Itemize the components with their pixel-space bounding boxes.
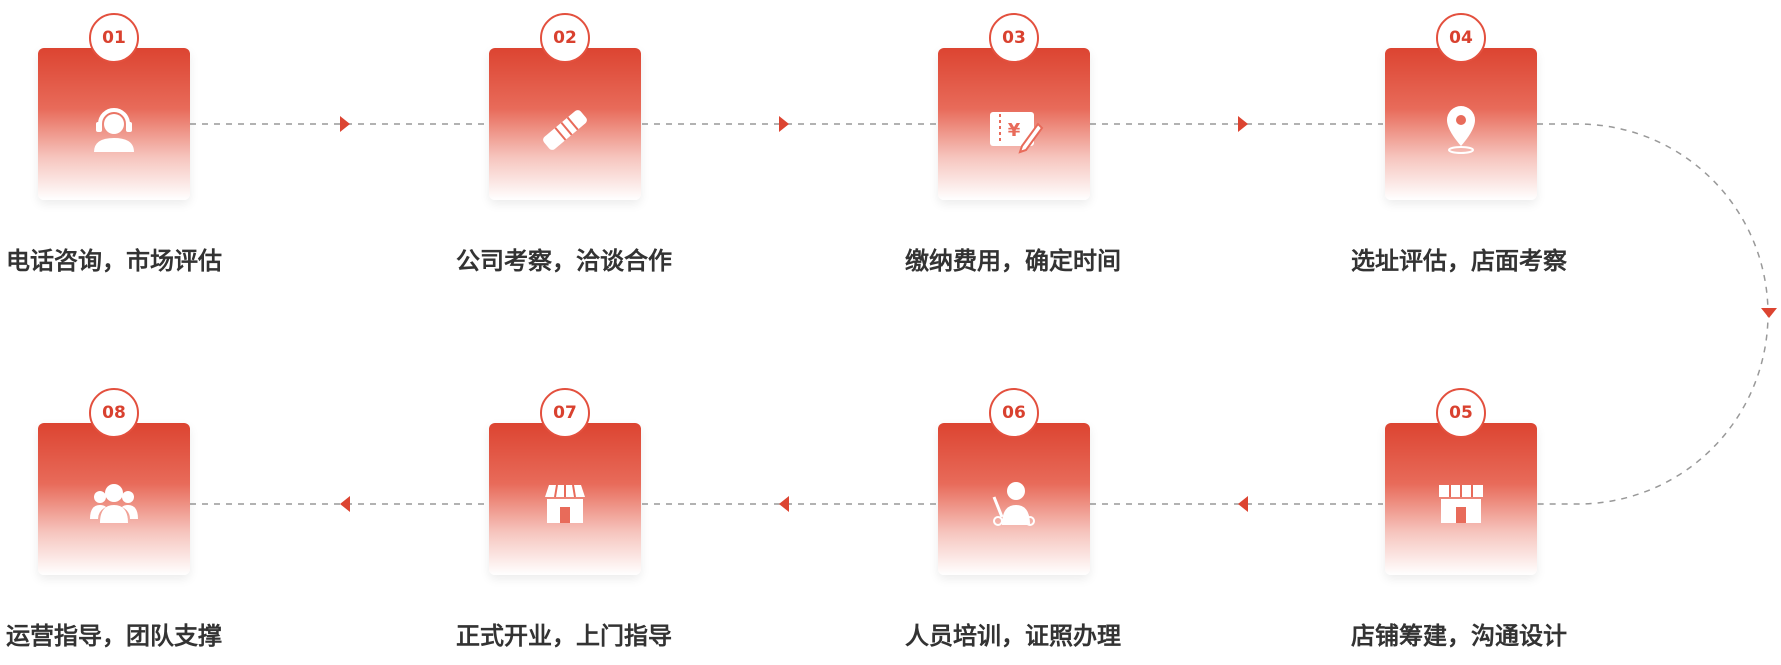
shop-icon — [545, 484, 585, 523]
step-label: 店铺筹建，沟通设计 — [1351, 622, 1567, 650]
arrow-6-7 — [779, 496, 789, 512]
step-number-badge: 06 — [989, 388, 1039, 438]
step-03: 03 ¥ — [938, 13, 1090, 200]
step-07: 07 — [489, 388, 641, 575]
step-label: 公司考察，洽谈合作 — [456, 247, 672, 275]
step-number-badge: 08 — [89, 388, 139, 438]
arrow-4-5 — [1761, 308, 1777, 318]
payment-icon: ¥ — [990, 112, 1044, 154]
step-number-badge: 01 — [89, 13, 139, 63]
arrow-7-8 — [340, 496, 350, 512]
step-label: 选址评估，店面考察 — [1351, 247, 1567, 275]
connector-4-5 — [1537, 123, 1769, 505]
arrow-1-2 — [340, 116, 350, 132]
arrow-2-3 — [779, 116, 789, 132]
customer-service-icon — [94, 108, 134, 152]
step-label: 缴纳费用，确定时间 — [905, 247, 1121, 275]
step-05: 05 — [1385, 388, 1537, 575]
step-label: 电话咨询，市场评估 — [6, 247, 222, 275]
step-08: 08 — [38, 388, 190, 575]
step-number-badge: 07 — [540, 388, 590, 438]
svg-text:¥: ¥ — [1008, 120, 1021, 141]
step-02: 02 — [489, 13, 641, 200]
step-number-badge: 04 — [1436, 13, 1486, 63]
step-06: 06 — [938, 388, 1090, 575]
step-number-badge: 03 — [989, 13, 1039, 63]
step-number-badge: 02 — [540, 13, 590, 63]
step-number-badge: 05 — [1436, 388, 1486, 438]
step-label: 运营指导，团队支撑 — [6, 622, 222, 650]
storefront-icon — [1439, 485, 1483, 523]
arrow-3-4 — [1238, 116, 1248, 132]
team-icon — [90, 484, 138, 523]
arrow-5-6 — [1238, 496, 1248, 512]
step-01: 01 — [38, 13, 190, 200]
trainer-icon — [992, 482, 1035, 526]
step-label: 正式开业，上门指导 — [456, 622, 672, 650]
step-label: 人员培训，证照办理 — [905, 622, 1121, 650]
handshake-icon — [543, 110, 587, 150]
step-04: 04 — [1385, 13, 1537, 200]
location-pin-icon — [1447, 106, 1475, 154]
